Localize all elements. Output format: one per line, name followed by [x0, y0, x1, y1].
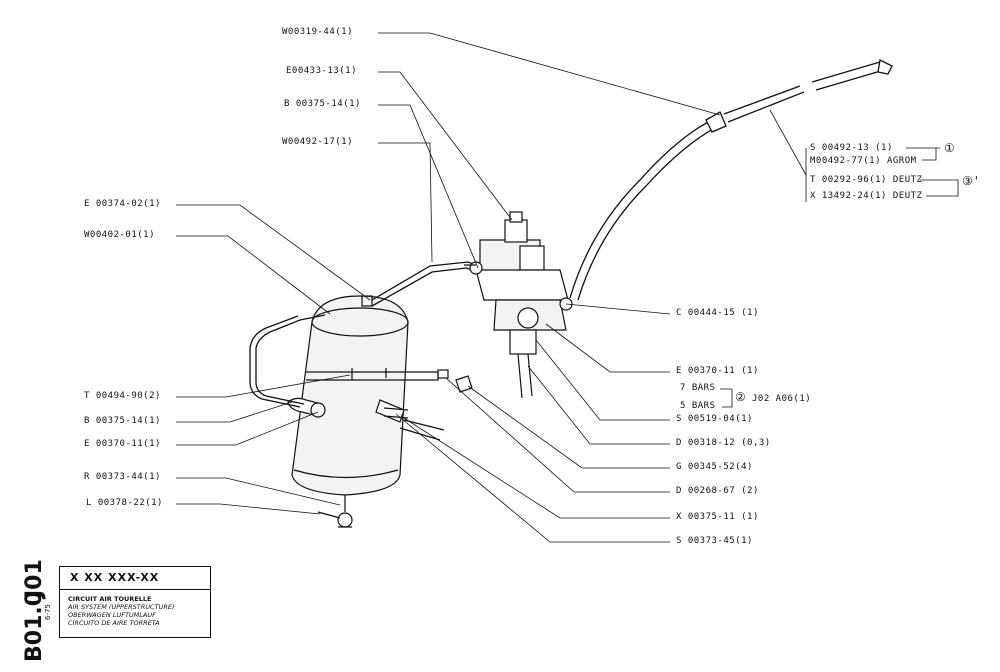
part-label: L 00378-22(1): [86, 498, 163, 508]
hose-option: S 00492-13 (1): [810, 143, 893, 153]
part-label: C 00444-15 (1): [676, 308, 759, 318]
part-label: D 00318-12 (0,3): [676, 438, 771, 448]
hose-option: X 13492-24(1) DEUTZ: [810, 191, 923, 201]
hose-mark: ③': [962, 174, 980, 188]
air-pipes: [249, 59, 893, 441]
part-label: S 00519-04(1): [676, 414, 753, 424]
part-label: T 00494-90(2): [84, 391, 161, 401]
title-es: CIRCUITO DE AIRE TORRETA: [68, 619, 160, 627]
title-fr: CIRCUIT AIR TOURELLE: [68, 595, 152, 603]
pressure-valve: [464, 211, 573, 399]
drawing-date: 6-75: [44, 604, 52, 620]
pressure-ref: J02 A06(1): [752, 394, 812, 404]
pressure-mark: ②: [735, 390, 746, 404]
part-label: E 00374-02(1): [84, 199, 161, 209]
hose-mark: ①: [944, 141, 955, 155]
leader-lines: [176, 32, 959, 543]
part-label: G 00345-52(4): [676, 462, 753, 472]
title-block: X XX XXX-XX CIRCUIT AIR TOURELLE AIR SYS…: [59, 566, 211, 638]
part-label: X 00375-11 (1): [676, 512, 759, 522]
loose-parts: [383, 375, 473, 419]
page-number: J01 B01.0: [14, 520, 48, 662]
part-label: W00319-44(1): [282, 27, 354, 37]
part-label: S 00373-45(1): [676, 536, 753, 546]
air-tank: [291, 295, 449, 528]
part-label: B 00375-14(1): [84, 416, 161, 426]
part-label: E00433-13(1): [286, 66, 358, 76]
pressure-7bars: 7 BARS: [680, 383, 716, 393]
hose-option: M00492-77(1) AGROM: [810, 156, 917, 166]
part-label: D 00268-67 (2): [676, 486, 759, 496]
part-label: W00402-01(1): [84, 230, 156, 240]
part-label: E 00370-11 (1): [676, 366, 759, 376]
drawing-code: X XX XXX-XX: [60, 567, 210, 590]
title-en: AIR SYSTEM (UPPERSTRUCTURE): [68, 603, 175, 611]
part-label: W00492-17(1): [282, 137, 354, 147]
part-label: E 00370-11(1): [84, 439, 161, 449]
pressure-5bars: 5 BARS: [680, 401, 716, 411]
part-label: R 00373-44(1): [84, 472, 161, 482]
page-number-sheet: B01.0: [22, 590, 47, 662]
title-de: OBERWAGEN LUFTUMLAUF: [68, 611, 156, 619]
part-label: B 00375-14(1): [284, 99, 361, 109]
hose-option: T 00292-96(1) DEUTZ: [810, 175, 923, 185]
